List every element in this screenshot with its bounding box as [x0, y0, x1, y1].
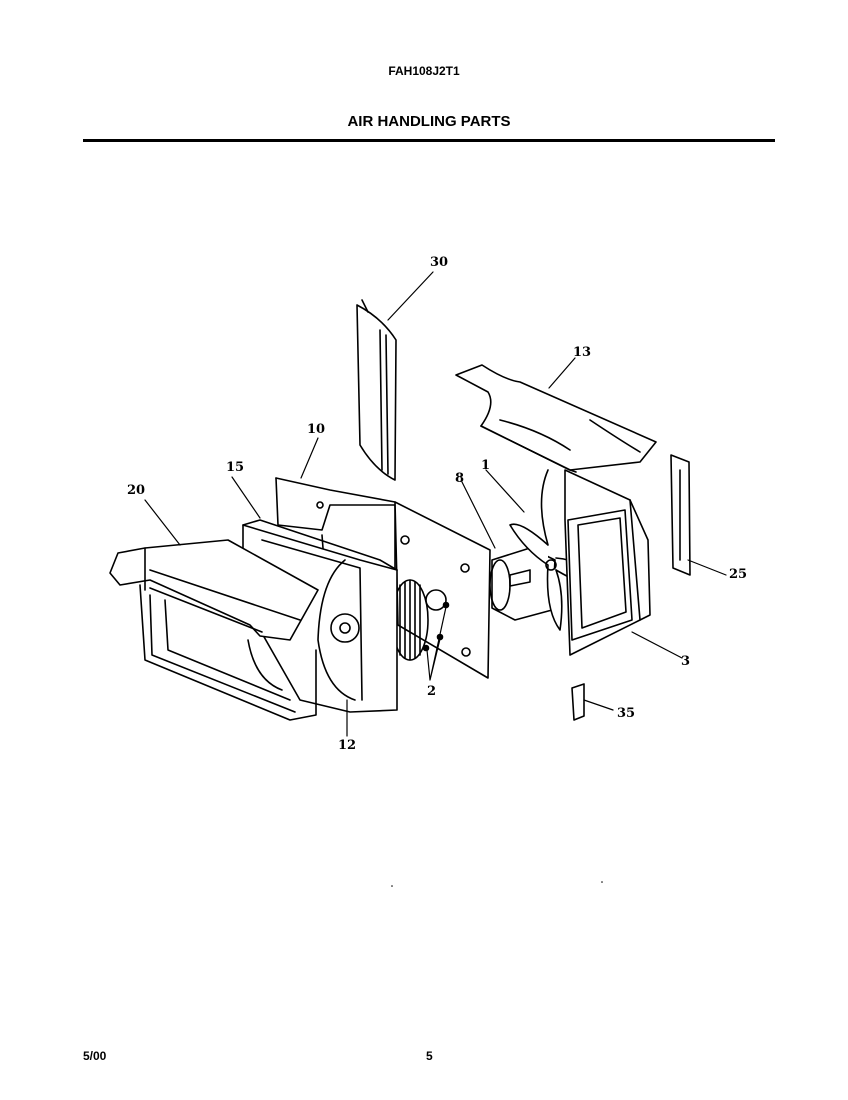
callout-12: 12 — [338, 738, 356, 753]
part-30-air-deflector — [356, 299, 397, 481]
callout-25: 25 — [729, 567, 747, 582]
callout-10: 10 — [307, 422, 325, 437]
part-20-front-grille — [109, 539, 319, 721]
callout-15: 15 — [226, 460, 244, 475]
model-number: FAH108J2T1 — [388, 64, 460, 78]
leader-lines — [144, 271, 727, 737]
part-8-mount-plate — [394, 501, 491, 679]
footer-date: 5/00 — [83, 1049, 107, 1063]
part-13-top-panel — [455, 364, 657, 473]
callout-2: 2 — [427, 684, 436, 699]
part-3-coil-frame — [564, 469, 651, 656]
callout-13: 13 — [573, 345, 591, 360]
callout-35: 35 — [617, 706, 635, 721]
section-title: AIR HANDLING PARTS — [347, 113, 511, 130]
part-25-side-panel — [670, 454, 691, 576]
part-35-bracket — [571, 683, 585, 721]
callout-8: 8 — [455, 471, 464, 486]
part-1-fan-motor — [489, 469, 601, 631]
callout-20: 20 — [127, 483, 145, 498]
callout-1: 1 — [481, 458, 490, 473]
callout-3: 3 — [681, 654, 690, 669]
page-number: 5 — [426, 1049, 433, 1063]
callout-30: 30 — [430, 255, 448, 270]
title-rule — [83, 139, 775, 142]
